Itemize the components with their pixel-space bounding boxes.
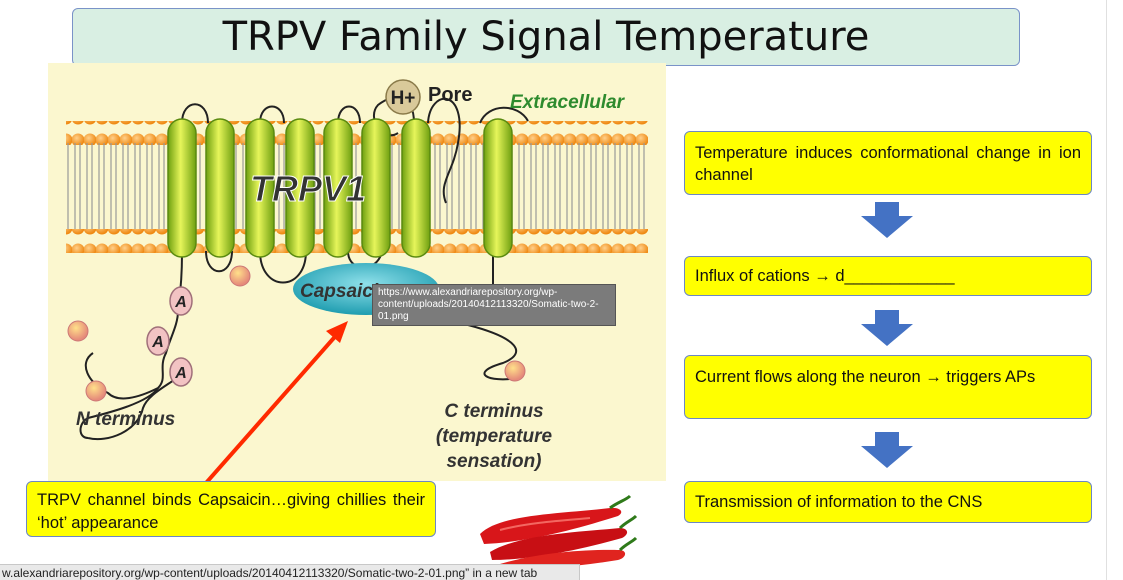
capsaicin-caption-box: TRPV channel binds Capsaicin…giving chil… [26, 481, 436, 537]
h-plus-circle [385, 79, 421, 115]
slide-title: TRPV Family Signal Temperature [222, 14, 870, 60]
c-terminus-label: C terminus [444, 401, 543, 422]
down-arrow-icon [861, 310, 913, 346]
flow-step-1-text: Temperature induces conformational chang… [695, 144, 1081, 184]
trpv1-label: TRPV1 [250, 168, 366, 209]
trpv1-diagram-image[interactable]: H+ Pore Extracellular TRPV1 Capsaicin N … [48, 63, 666, 481]
window-edge [1106, 0, 1107, 580]
flow-step-4: Transmission of information to the CNS [684, 481, 1092, 523]
pore-label: Pore [428, 84, 472, 106]
down-arrow-icon [861, 202, 913, 238]
trpv1-diagram-svg: H+ Pore Extracellular TRPV1 Capsaicin N … [66, 79, 648, 481]
flow-step-3: Current flows along the neuron → trigger… [684, 355, 1092, 419]
browser-status-bar: w.alexandriarepository.org/wp-content/up… [0, 564, 580, 580]
flow-step-3-text: Current flows along the neuron → trigger… [695, 368, 1036, 386]
image-url-tooltip: https://www.alexandriarepository.org/wp-… [372, 284, 616, 326]
c-terminus-label-2: (temperature [436, 426, 553, 447]
a-label-3: A [174, 365, 187, 382]
capsaicin-label: Capsaicin [300, 281, 390, 302]
transmembrane-helices [167, 118, 513, 258]
slide-title-box: TRPV Family Signal Temperature [72, 8, 1020, 66]
n-terminus-chain [67, 286, 193, 441]
flow-step-2-text: Influx of cations → d____________ [695, 267, 955, 285]
lipid-bilayer [66, 121, 648, 253]
down-arrow-icon [861, 432, 913, 468]
red-arrow [205, 321, 348, 481]
a-label-1: A [174, 294, 187, 311]
a-label-2: A [151, 334, 164, 351]
flow-step-2: Influx of cations → d____________ [684, 256, 1092, 296]
extracellular-label: Extracellular [510, 92, 626, 113]
h-plus-label: H+ [391, 88, 416, 109]
intracellular-ball [229, 265, 251, 287]
c-terminus-ball [504, 360, 526, 382]
flow-step-1: Temperature induces conformational chang… [684, 131, 1092, 195]
chili-peppers-image [480, 494, 638, 570]
n-terminus-label: N terminus [76, 409, 175, 430]
c-terminus-label-3: sensation) [446, 451, 541, 472]
capsaicin-caption-text: TRPV channel binds Capsaicin…giving chil… [37, 491, 425, 532]
flow-step-4-text: Transmission of information to the CNS [695, 493, 983, 511]
